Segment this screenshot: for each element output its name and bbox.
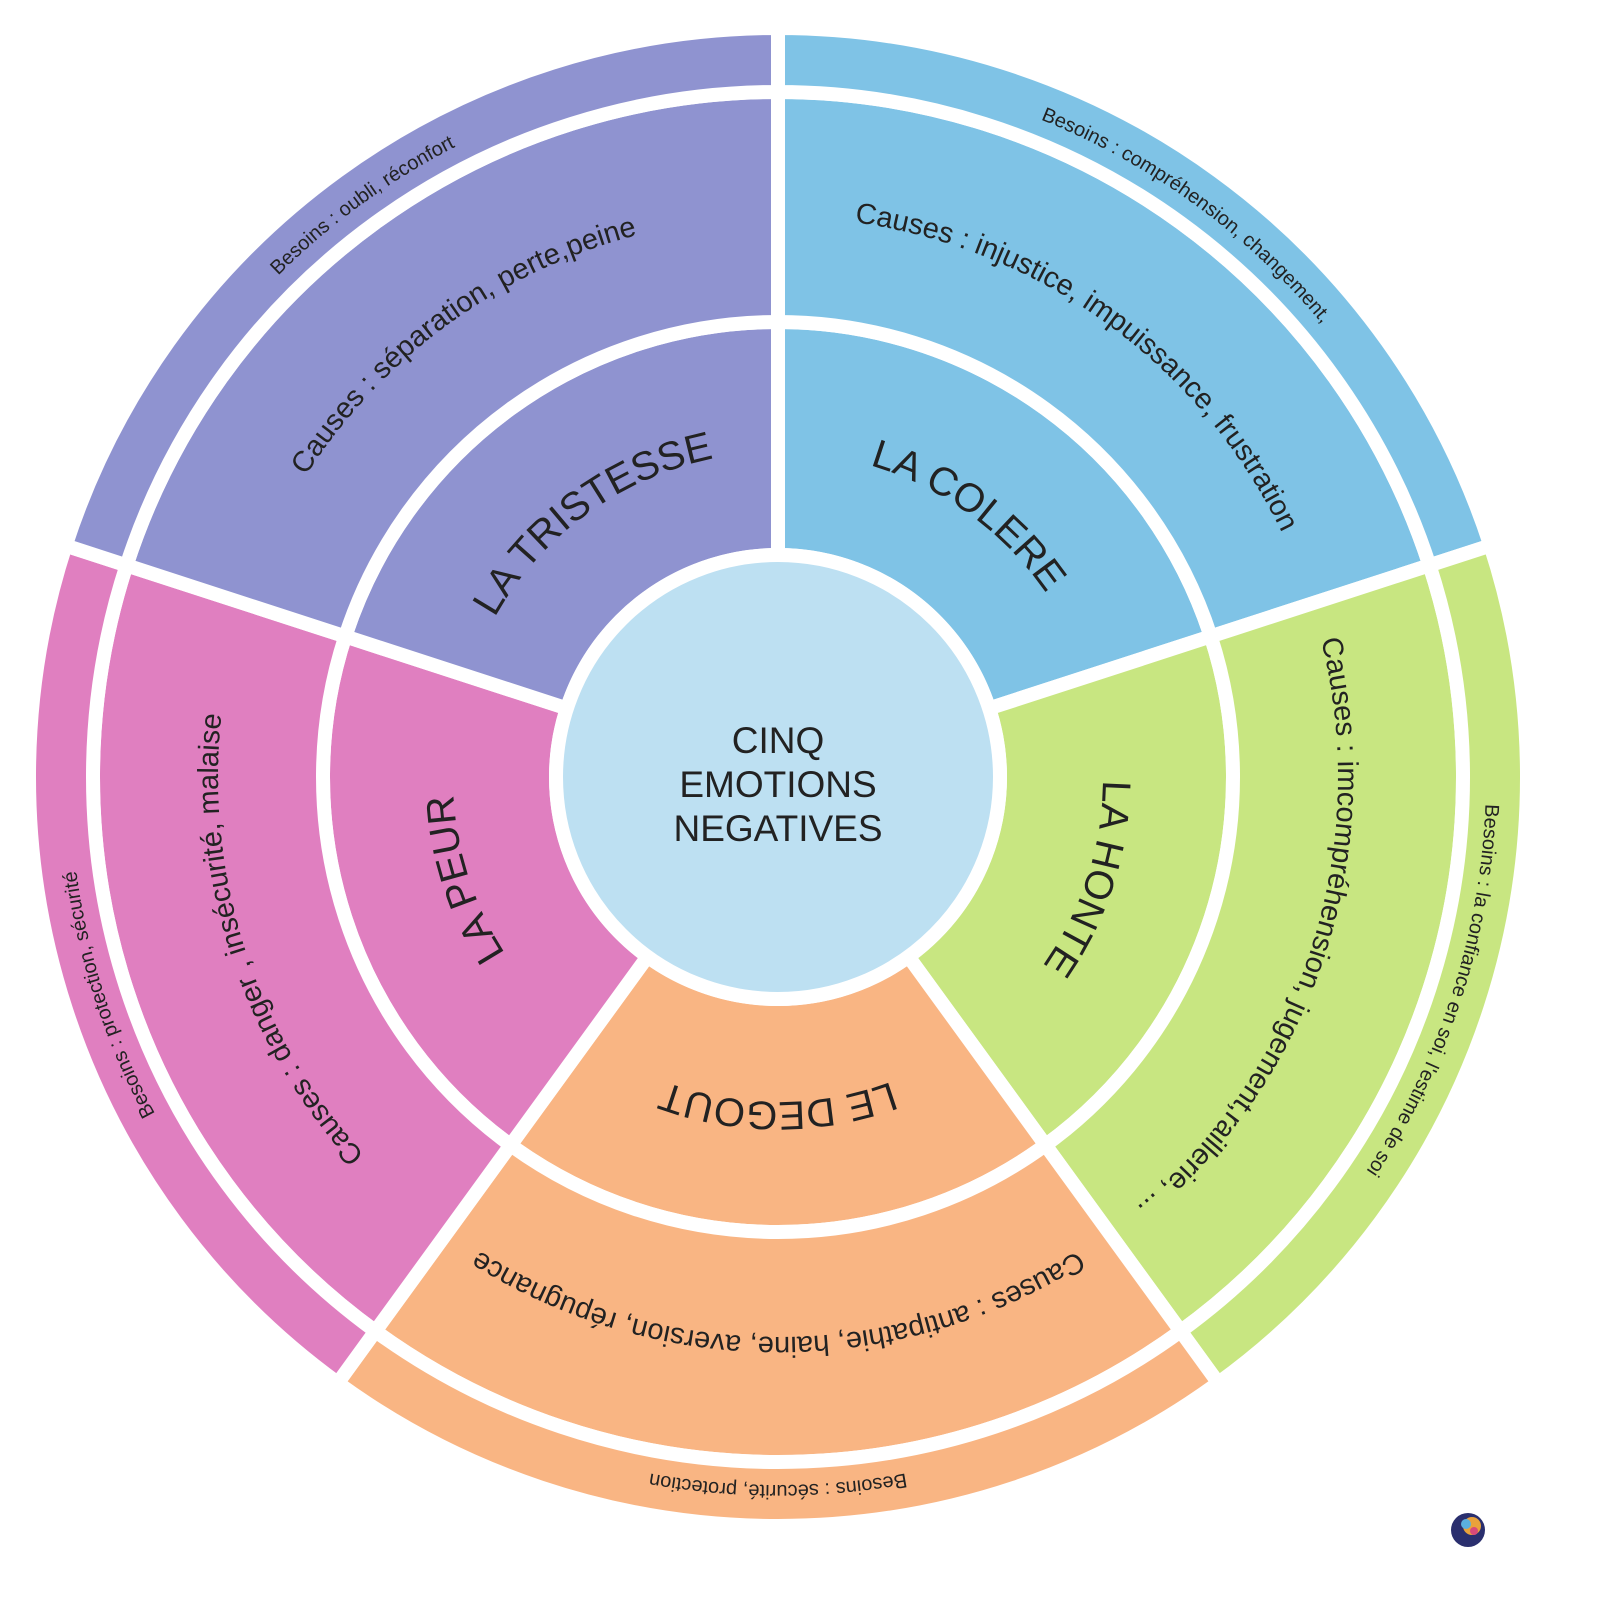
center-title-line-3: NEGATIVES (673, 808, 882, 849)
center-hub: CINQ EMOTIONS NEGATIVES (549, 548, 1007, 1006)
tristesse-besoins-segment (58, 21, 785, 573)
segments (22, 21, 1534, 1533)
center-title-line-1: CINQ (732, 720, 825, 761)
brain-logo-icon (1451, 1513, 1485, 1547)
center-title-line-2: EMOTIONS (679, 764, 876, 805)
center-circle (549, 548, 1007, 1006)
